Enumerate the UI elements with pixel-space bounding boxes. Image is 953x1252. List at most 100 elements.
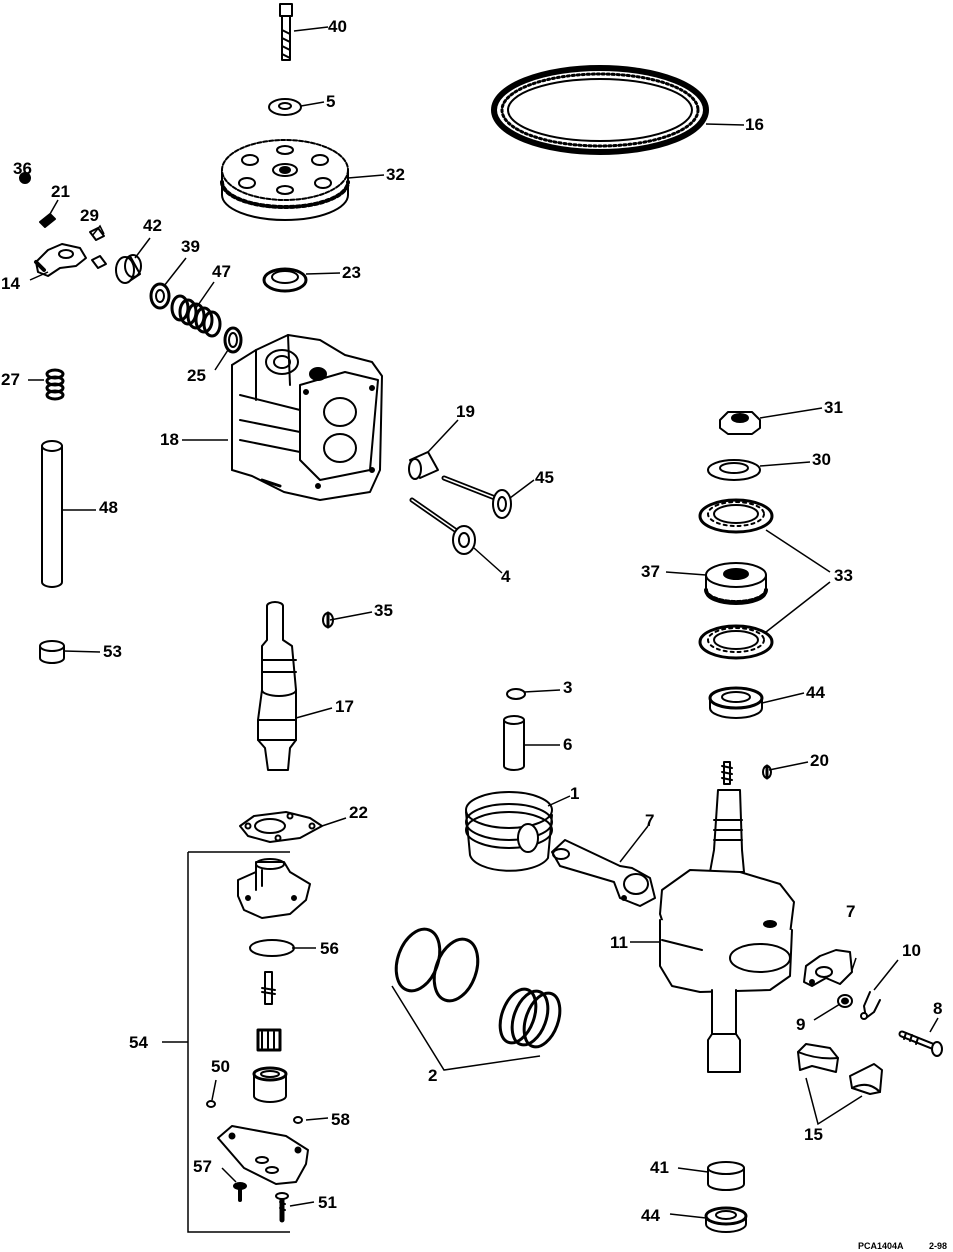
- label-10: 10: [902, 941, 921, 960]
- label-58: 58: [331, 1110, 350, 1129]
- part-58-pin: [294, 1117, 302, 1123]
- label-29: 29: [80, 206, 99, 225]
- part-20-key: [763, 766, 771, 778]
- part-41-bushing: [708, 1162, 744, 1190]
- drawing-date: 2-98: [929, 1241, 948, 1251]
- part-47-spring: [172, 296, 220, 336]
- part-39-seal: [151, 284, 169, 308]
- part-18-cylinder-head: [232, 335, 382, 500]
- part-54-pump-housing: [238, 859, 310, 918]
- part-56-o-ring: [250, 940, 294, 956]
- label-8: 8: [933, 999, 943, 1018]
- part-53-bushing: [40, 641, 64, 663]
- part-16-timing-belt: [494, 68, 706, 152]
- label-23: 23: [342, 263, 361, 282]
- part-5-washer: [269, 99, 301, 115]
- drawing-code: PCA1404A: [858, 1241, 904, 1251]
- label-14: 14: [1, 274, 20, 293]
- part-29-keys: [90, 228, 106, 268]
- label-56: 56: [320, 939, 339, 958]
- label-41: 41: [650, 1158, 669, 1177]
- label-44-lower: 44: [641, 1206, 660, 1225]
- part-54-pump-cover: [218, 1126, 308, 1184]
- part-25-o-ring: [225, 328, 241, 352]
- part-1-piston: [466, 792, 552, 871]
- label-51: 51: [318, 1193, 337, 1212]
- part-14-rocker-arm: [36, 244, 86, 276]
- label-39: 39: [181, 237, 200, 256]
- part-57-screw: [234, 1183, 246, 1200]
- part-44-seal-upper: [710, 688, 762, 718]
- label-4: 4: [501, 567, 511, 586]
- part-48-pushrod: [42, 441, 62, 587]
- label-17: 17: [335, 697, 354, 716]
- part-17-camshaft: [258, 602, 296, 770]
- label-50: 50: [211, 1057, 230, 1076]
- part-10-lock: [861, 992, 880, 1019]
- part-7-rod-cap: [804, 950, 852, 986]
- part-37-gear: [706, 563, 766, 604]
- label-11: 11: [610, 933, 628, 952]
- label-35: 35: [374, 601, 393, 620]
- label-21: 21: [51, 182, 70, 201]
- part-40-bolt: [280, 4, 292, 60]
- label-7-cap: 7: [846, 902, 856, 921]
- label-19: 19: [456, 402, 475, 421]
- part-3-clip: [507, 689, 525, 699]
- part-54-inner-rotor: [258, 1030, 280, 1050]
- part-21-screw: [40, 214, 55, 227]
- label-40: 40: [328, 17, 347, 36]
- part-51-screw: [276, 1193, 288, 1220]
- leader-lines: [25, 27, 938, 1232]
- label-15: 15: [804, 1125, 823, 1144]
- part-7-connecting-rod: [552, 840, 655, 906]
- label-2: 2: [428, 1066, 438, 1085]
- part-22-gasket: [240, 812, 322, 842]
- part-4-exhaust-valve: [412, 500, 475, 554]
- label-30: 30: [812, 450, 831, 469]
- part-32-cam-pulley: [222, 140, 348, 220]
- label-3: 3: [563, 678, 573, 697]
- label-31: 31: [824, 398, 843, 417]
- part-33-thrust-bearing-lower: [700, 626, 772, 658]
- part-54-pump-shaft: [262, 972, 275, 1004]
- part-54-outer-rotor: [254, 1068, 286, 1102]
- label-47: 47: [212, 262, 231, 281]
- label-25: 25: [187, 366, 206, 385]
- label-9: 9: [796, 1015, 806, 1034]
- label-5: 5: [326, 92, 336, 111]
- part-30-washer: [708, 460, 760, 480]
- label-6: 6: [563, 735, 573, 754]
- label-7-rod: 7: [645, 811, 655, 830]
- label-16: 16: [745, 115, 764, 134]
- label-33: 33: [834, 566, 853, 585]
- part-35-key: [323, 613, 333, 627]
- part-33-thrust-bearing-upper: [700, 500, 772, 532]
- part-11-crankshaft: [660, 762, 794, 1072]
- part-15-bearing-halves: [798, 1044, 882, 1094]
- part-45-intake-valve: [444, 478, 511, 518]
- label-27: 27: [1, 370, 20, 389]
- part-27-spring: [47, 370, 63, 399]
- label-45: 45: [535, 468, 554, 487]
- label-22: 22: [349, 803, 368, 822]
- part-8-bolt: [902, 1033, 942, 1056]
- label-48: 48: [99, 498, 118, 517]
- part-42-sleeve: [116, 255, 141, 283]
- part-6-piston-pin: [504, 716, 524, 770]
- label-20: 20: [810, 751, 829, 770]
- label-44-upper: 44: [806, 683, 825, 702]
- part-44-seal-lower: [706, 1208, 746, 1232]
- part-2-piston-rings: [388, 923, 566, 1052]
- label-36: 36: [13, 159, 32, 178]
- label-53: 53: [103, 642, 122, 661]
- part-9-washer: [838, 995, 852, 1007]
- label-57: 57: [193, 1157, 212, 1176]
- part-23-seal: [264, 269, 306, 291]
- part-50-pin: [207, 1101, 215, 1107]
- part-19-valve-guide: [409, 452, 438, 479]
- part-31-nut: [720, 412, 760, 434]
- label-54: 54: [129, 1033, 148, 1052]
